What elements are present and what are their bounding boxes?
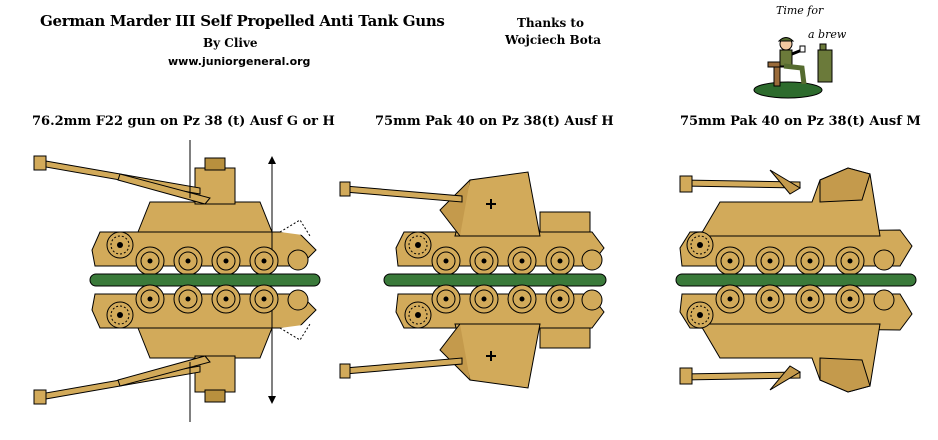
- vehicle-3-caption: 75mm Pak 40 on Pz 38(t) Ausf M: [680, 114, 921, 129]
- cartoon-caption-line2: a brew: [808, 28, 847, 41]
- vehicle-side-views-bottom: [34, 285, 912, 422]
- vehicle-1-caption: 76.2mm F22 gun on Pz 38 (t) Ausf G or H: [32, 114, 335, 129]
- author-credit: By Clive: [203, 36, 258, 50]
- track-2: [383, 273, 607, 287]
- thanks-name: Wojciech Bota: [505, 33, 602, 47]
- vehicle-2-caption: 75mm Pak 40 on Pz 38(t) Ausf H: [375, 114, 614, 129]
- page-title: German Marder III Self Propelled Anti Ta…: [40, 12, 445, 30]
- website-link[interactable]: www.juniorgeneral.org: [168, 55, 311, 68]
- cartoon-caption-line1: Time for: [776, 4, 824, 17]
- track-3: [675, 273, 917, 287]
- vehicles-drawing: [0, 140, 917, 440]
- time-for-a-brew-cartoon: Time for a brew: [748, 2, 848, 100]
- vehicle-side-views-top: [34, 140, 912, 275]
- track-1: [89, 273, 321, 287]
- soldier-figure-icon: [753, 37, 833, 99]
- thanks-label: Thanks to: [517, 16, 584, 30]
